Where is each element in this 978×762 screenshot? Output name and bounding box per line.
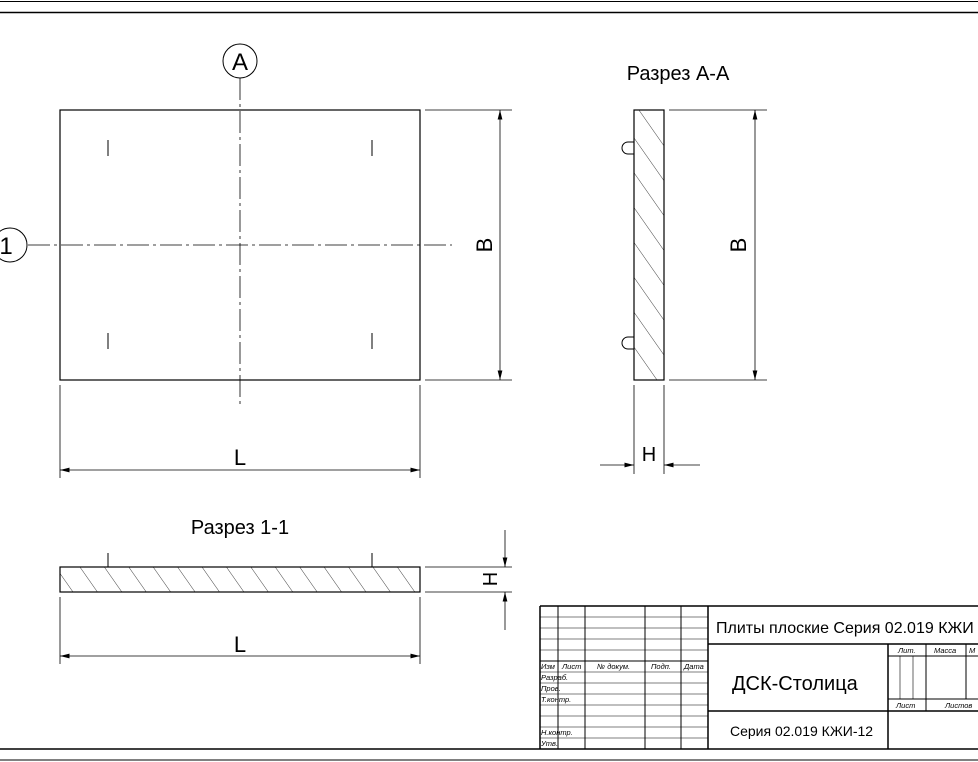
dimension-width bbox=[425, 109, 512, 381]
dim-label-length: L bbox=[234, 445, 246, 470]
tb-role-tkontr: Т.контр. bbox=[541, 695, 571, 704]
section-11-title: Разрез 1-1 bbox=[191, 517, 289, 539]
section-aa-title: Разрез А-А bbox=[627, 63, 730, 85]
tb-role-nkontr: Н.контр. bbox=[541, 728, 573, 737]
title-block bbox=[539, 605, 978, 749]
section-11-dim-label-length: L bbox=[234, 632, 246, 657]
tb-role-utv: Утв. bbox=[540, 739, 558, 748]
section-11-hatch bbox=[59, 566, 421, 593]
plan-view: A 1 L B bbox=[0, 43, 512, 478]
section-11: Разрез 1-1 L H bbox=[59, 517, 512, 664]
tb-sheets: Листов bbox=[944, 701, 972, 710]
tb-organization: ДСК-Столица bbox=[732, 673, 859, 695]
section-11-dimension-length bbox=[59, 597, 421, 664]
dimension-length bbox=[59, 385, 421, 478]
tb-header-list: Лист bbox=[561, 662, 581, 671]
tb-role-prov: Пров. bbox=[541, 684, 561, 693]
axis-label-1: 1 bbox=[0, 233, 13, 260]
tb-header-date: Дата bbox=[683, 662, 704, 671]
tb-header-doc-no: № докум. bbox=[597, 662, 630, 671]
tb-document-code: Серия 02.019 КЖИ-12 bbox=[730, 723, 873, 739]
section-aa-hatch bbox=[633, 109, 665, 381]
section-11-dim-label-thickness: H bbox=[480, 572, 502, 586]
axis-bubble-1 bbox=[0, 227, 28, 263]
tb-lit: Лит. bbox=[897, 646, 916, 655]
tb-role-razrab: Разраб. bbox=[541, 673, 568, 682]
tb-header-podp: Подп. bbox=[651, 662, 671, 671]
axis-label-a: A bbox=[232, 49, 248, 76]
axis-bubble-a bbox=[222, 43, 258, 79]
section-aa-dimension-width bbox=[669, 109, 767, 381]
lifting-loop bbox=[621, 336, 634, 350]
tb-header-izm: Изм bbox=[541, 662, 555, 671]
tb-product-title: Плиты плоские Серия 02.019 КЖИ bbox=[716, 620, 974, 637]
tb-masshtab: М bbox=[969, 646, 976, 655]
tb-massa: Масса bbox=[934, 646, 956, 655]
dim-label-width: B bbox=[472, 238, 497, 253]
section-aa: Разрез А-А B H bbox=[600, 63, 767, 474]
section-aa-dimension-thickness bbox=[600, 385, 700, 474]
section-11-dimension-thickness bbox=[425, 530, 512, 630]
lifting-loop bbox=[621, 141, 634, 155]
tb-sheet: Лист bbox=[895, 701, 915, 710]
section-aa-dim-label-thickness: H bbox=[642, 444, 656, 466]
section-aa-dim-label-width: B bbox=[726, 238, 751, 253]
